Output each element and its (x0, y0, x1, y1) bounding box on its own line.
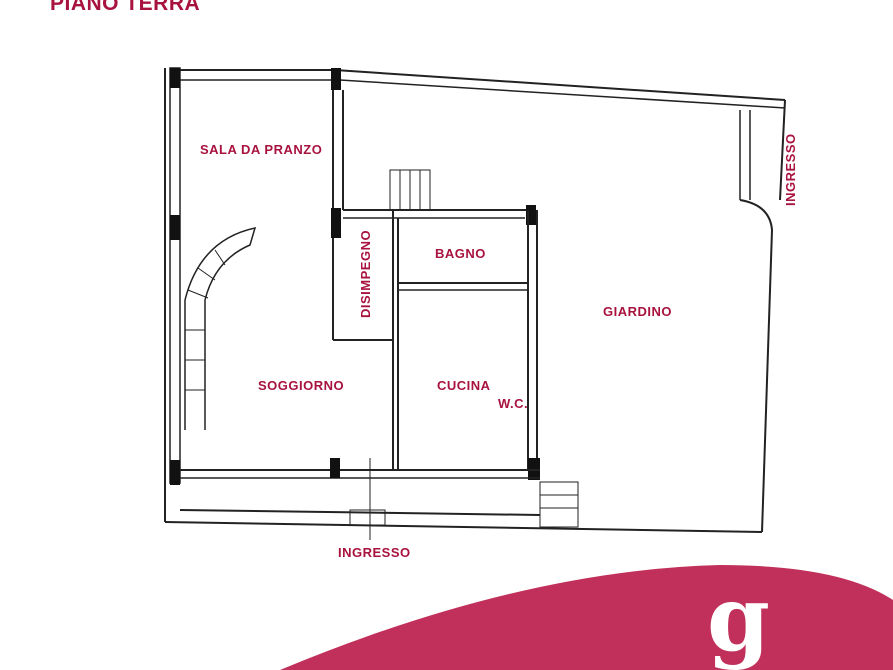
room-labels: SALA DA PRANZO DISIMPEGNO BAGNO GIARDINO… (200, 133, 798, 560)
walls (164, 67, 786, 540)
label-soggiorno: SOGGIORNO (258, 378, 344, 393)
page-title: PIANO TERRA (50, 0, 201, 15)
label-giardino: GIARDINO (603, 304, 672, 319)
brand-logo: g (280, 565, 893, 670)
label-wc: W.C. (498, 396, 528, 411)
brand-wave (280, 565, 893, 670)
label-bagno: BAGNO (435, 246, 486, 261)
label-cucina: CUCINA (437, 378, 491, 393)
label-sala-da-pranzo: SALA DA PRANZO (200, 142, 322, 157)
label-disimpegno: DISIMPEGNO (358, 230, 373, 318)
label-ingresso-bottom: INGRESSO (338, 545, 411, 560)
label-ingresso-right: INGRESSO (783, 133, 798, 206)
logo-letter: g (707, 566, 770, 670)
